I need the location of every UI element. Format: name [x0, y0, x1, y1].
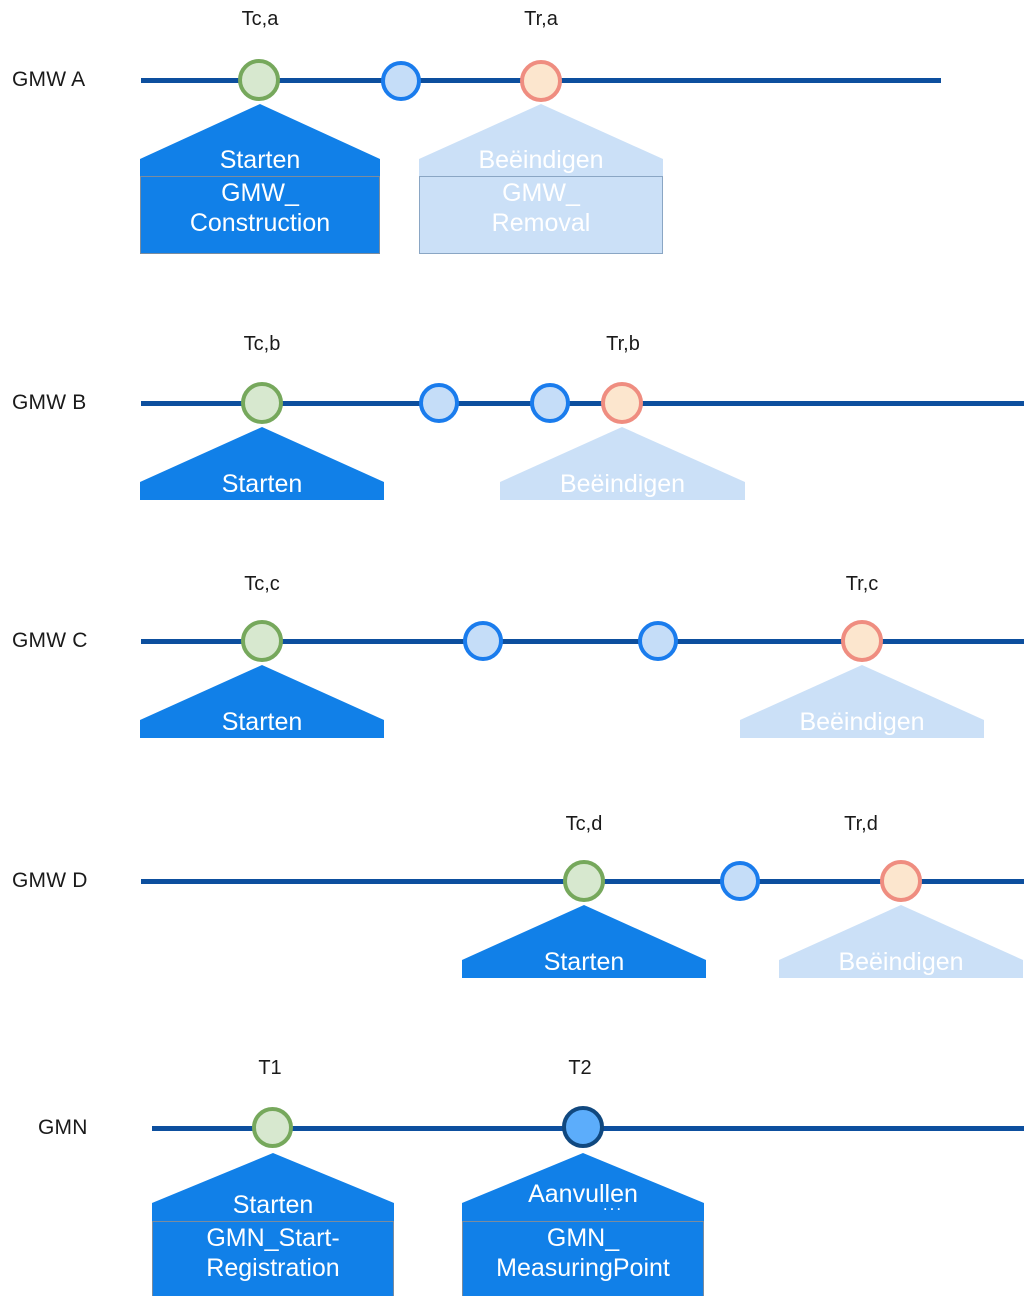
callout-roof-label-gmn-startregistration: Starten: [232, 1190, 314, 1219]
marker-event-gmw-a-1[interactable]: [381, 61, 421, 101]
callout-roof-label-gmn-measuringpoint: Aanvullen: [528, 1179, 638, 1208]
tick-label-t1: T1: [258, 1057, 282, 1079]
marker-start-gmw-a[interactable]: [238, 59, 280, 101]
tick-label-tr-d: Tr,d: [844, 813, 878, 835]
tick-label-t2: T2: [568, 1057, 592, 1079]
marker-start-gmw-d[interactable]: [563, 860, 605, 902]
callout-roof-gmn-measuringpoint: Aanvullen ...: [462, 1153, 704, 1221]
marker-end-gmw-c[interactable]: [841, 620, 883, 662]
marker-start-gmw-c[interactable]: [241, 620, 283, 662]
callout-starten-gmw-b: Starten: [140, 427, 384, 500]
callout-roof-label-beeindigen-gmw-c: Beëindigen: [799, 707, 925, 736]
tick-label-tr-a: Tr,a: [524, 8, 558, 30]
callout-roof-starten-gmw-b: Starten: [140, 427, 384, 500]
callout-box-gmn-startregistration: GMN_Start- Registration: [152, 1221, 394, 1296]
marker-event-gmw-b-1[interactable]: [419, 383, 459, 423]
timeline-row-gmw-a: GMW A Tc,a Tr,a Beëindigen GMW_ Removal …: [0, 0, 1024, 270]
row-label-gmw-b: GMW B: [12, 391, 87, 414]
callout-roof-label-gmw-removal: Beëindigen: [478, 145, 604, 174]
tick-label-tr-b: Tr,b: [606, 333, 640, 355]
timeline-row-gmw-b: GMW B Tc,b Tr,b Beëindigen Starten: [0, 325, 1024, 525]
callout-roof-label-starten-gmw-b: Starten: [221, 469, 303, 498]
callout-beeindigen-gmw-d: Beëindigen: [779, 905, 1023, 978]
callout-roof-label-beeindigen-gmw-d: Beëindigen: [838, 947, 964, 976]
callout-roof-starten-gmw-c: Starten: [140, 665, 384, 738]
tick-label-tc-c: Tc,c: [244, 573, 280, 595]
callout-roof-beeindigen-gmw-d: Beëindigen: [779, 905, 1023, 978]
callout-box-gmw-construction: GMW_ Construction: [140, 176, 380, 254]
marker-event-gmw-c-1[interactable]: [463, 621, 503, 661]
timeline-row-gmw-c: GMW C Tc,c Tr,c Beëindigen Starten: [0, 565, 1024, 765]
callout-beeindigen-gmw-c: Beëindigen: [740, 665, 984, 738]
callout-gmn-startregistration: Starten GMN_Start- Registration: [152, 1153, 394, 1296]
tick-label-tc-d: Tc,d: [565, 813, 603, 835]
row-label-gmw-d: GMW D: [12, 869, 88, 892]
callout-roof-beeindigen-gmw-b: Beëindigen: [500, 427, 745, 500]
marker-start-gmw-b[interactable]: [241, 382, 283, 424]
callout-gmw-removal: Beëindigen GMW_ Removal: [419, 104, 663, 254]
callout-roof-beeindigen-gmw-c: Beëindigen: [740, 665, 984, 738]
marker-start-gmn[interactable]: [252, 1107, 293, 1148]
marker-end-gmw-a[interactable]: [520, 60, 562, 102]
callout-roof-label-starten-gmw-c: Starten: [221, 707, 303, 736]
axis-line-gmw-c: [141, 639, 1024, 644]
callout-roof-label-beeindigen-gmw-b: Beëindigen: [559, 469, 686, 498]
timeline-row-gmw-d: GMW D Tc,d Tr,d Beëindigen Starten: [0, 805, 1024, 1005]
row-label-gmw-c: GMW C: [12, 629, 88, 652]
callout-starten-gmw-c: Starten: [140, 665, 384, 738]
callout-gmn-measuringpoint: Aanvullen ... GMN_ MeasuringPoint: [462, 1153, 704, 1296]
tick-label-tc-a: Tc,a: [241, 8, 279, 30]
marker-event-gmw-b-2[interactable]: [530, 383, 570, 423]
callout-roof-starten-gmw-d: Starten: [462, 905, 706, 978]
callout-roof-label-gmw-construction: Starten: [219, 145, 301, 174]
callout-box-gmw-removal: GMW_ Removal: [419, 176, 663, 254]
axis-line-gmw-b: [141, 401, 1024, 406]
timeline-row-gmn: GMN T1 T2 Aanvullen ... GMN_ MeasuringPo…: [0, 1035, 1024, 1296]
callout-roof-gmn-startregistration: Starten: [152, 1153, 394, 1221]
marker-event-gmw-c-2[interactable]: [638, 621, 678, 661]
marker-event-gmw-d-1[interactable]: [720, 861, 760, 901]
tick-label-tr-c: Tr,c: [845, 573, 879, 595]
marker-end-gmw-d[interactable]: [880, 860, 922, 902]
callout-roof-ellipsis-gmn-measuringpoint: ...: [602, 1195, 624, 1214]
callout-gmw-construction: Starten GMW_ Construction: [140, 104, 380, 254]
row-label-gmw-a: GMW A: [12, 68, 86, 91]
marker-end-gmw-b[interactable]: [601, 382, 643, 424]
tick-label-tc-b: Tc,b: [243, 333, 281, 355]
callout-roof-gmw-removal: Beëindigen: [419, 104, 663, 176]
marker-event-gmn-t2[interactable]: [562, 1106, 604, 1148]
callout-beeindigen-gmw-b: Beëindigen: [500, 427, 745, 500]
callout-starten-gmw-d: Starten: [462, 905, 706, 978]
callout-roof-gmw-construction: Starten: [140, 104, 380, 176]
callout-box-gmn-measuringpoint: GMN_ MeasuringPoint: [462, 1221, 704, 1296]
callout-roof-label-starten-gmw-d: Starten: [543, 947, 625, 976]
row-label-gmn: GMN: [38, 1116, 88, 1139]
